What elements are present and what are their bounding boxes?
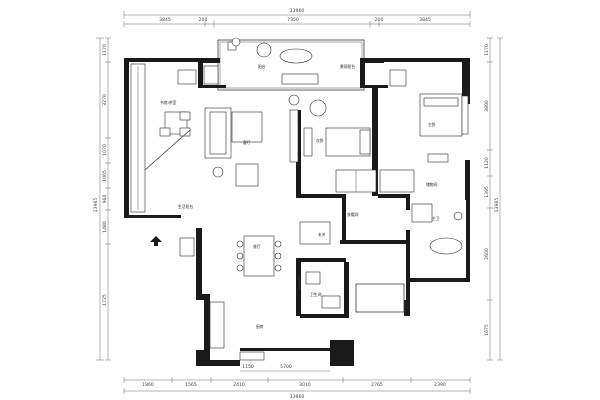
dim-left-total: 13965 bbox=[93, 198, 99, 213]
dim-left-seg-5: 960 bbox=[102, 195, 108, 204]
room-label-study: 书房/茶室 bbox=[160, 100, 177, 105]
room-labels: 阳台 景观阳台 书房/茶室 客厅 主卧 次卧 餐厅 厨房 玄关 卫生间 主卫 衣… bbox=[160, 64, 440, 329]
room-label-laundry: 生活阳台 bbox=[178, 204, 193, 209]
dimension-right: 1170 3800 1120 1395 2600 1675 13965 bbox=[484, 37, 503, 361]
room-label-kitchen: 厨房 bbox=[256, 324, 264, 329]
dim-bottom-seg-6: 2390 bbox=[434, 382, 446, 388]
room-label-bath-1: 卫生间 bbox=[310, 292, 322, 297]
dim-right-seg-1: 1170 bbox=[484, 44, 490, 56]
dim-bottom-sub-1: 1150 bbox=[242, 364, 254, 370]
dim-right-total: 13965 bbox=[494, 198, 500, 213]
dim-bottom-seg-4: 3010 bbox=[299, 382, 311, 388]
dimension-bottom: 1150 5700 1860 1565 2410 3010 2765 2390 … bbox=[123, 364, 471, 400]
room-label-cloak: 衣帽间 bbox=[347, 212, 359, 217]
room-label-entry: 玄关 bbox=[318, 232, 326, 237]
dim-bottom-sub-2: 5700 bbox=[280, 364, 292, 370]
entry-arrow-icon bbox=[150, 236, 162, 246]
dim-right-seg-2: 3800 bbox=[484, 100, 490, 112]
room-label-second-bed: 次卧 bbox=[316, 138, 324, 143]
room-label-bath-2: 主卫 bbox=[432, 216, 440, 221]
dim-left-seg-3: 1070 bbox=[102, 144, 108, 156]
dimension-top: 13960 3845 200 7350 200 3845 bbox=[123, 8, 471, 27]
dim-top-total: 13960 bbox=[290, 8, 305, 14]
dim-left-seg-4: 1065 bbox=[102, 170, 108, 182]
dim-right-seg-6: 1675 bbox=[484, 324, 490, 336]
dim-left-seg-1: 1170 bbox=[102, 44, 108, 56]
dim-bottom-seg-1: 1860 bbox=[142, 382, 154, 388]
dim-right-seg-3: 1120 bbox=[484, 157, 490, 169]
dim-left-seg-7: 1725 bbox=[102, 294, 108, 306]
dim-top-seg-3: 7350 bbox=[287, 17, 299, 23]
walls bbox=[124, 39, 470, 366]
dim-bottom-seg-3: 2410 bbox=[233, 382, 245, 388]
room-label-view-balcony: 景观阳台 bbox=[340, 64, 355, 69]
dim-right-seg-5: 2600 bbox=[484, 248, 490, 260]
room-label-storage: 储物间 bbox=[426, 182, 438, 187]
dim-bottom-seg-2: 1565 bbox=[185, 382, 197, 388]
dim-bottom-total: 13960 bbox=[290, 394, 305, 400]
dimension-left: 13965 1170 3270 1070 1065 960 1480 1725 bbox=[93, 37, 111, 361]
room-label-dining: 餐厅 bbox=[253, 244, 261, 249]
dim-top-seg-5: 3845 bbox=[419, 17, 431, 23]
furniture bbox=[130, 37, 469, 361]
dim-left-seg-2: 3270 bbox=[102, 94, 108, 106]
room-label-living: 客厅 bbox=[243, 140, 251, 145]
dim-top-seg-1: 3845 bbox=[159, 17, 171, 23]
room-label-master-bed: 主卧 bbox=[428, 122, 436, 127]
dim-right-seg-4: 1395 bbox=[484, 186, 490, 198]
dim-top-seg-4: 200 bbox=[375, 17, 384, 23]
dim-bottom-seg-5: 2765 bbox=[371, 382, 383, 388]
dim-left-seg-6: 1480 bbox=[102, 221, 108, 233]
dim-top-seg-2: 200 bbox=[199, 17, 208, 23]
room-label-balcony: 阳台 bbox=[258, 64, 266, 69]
